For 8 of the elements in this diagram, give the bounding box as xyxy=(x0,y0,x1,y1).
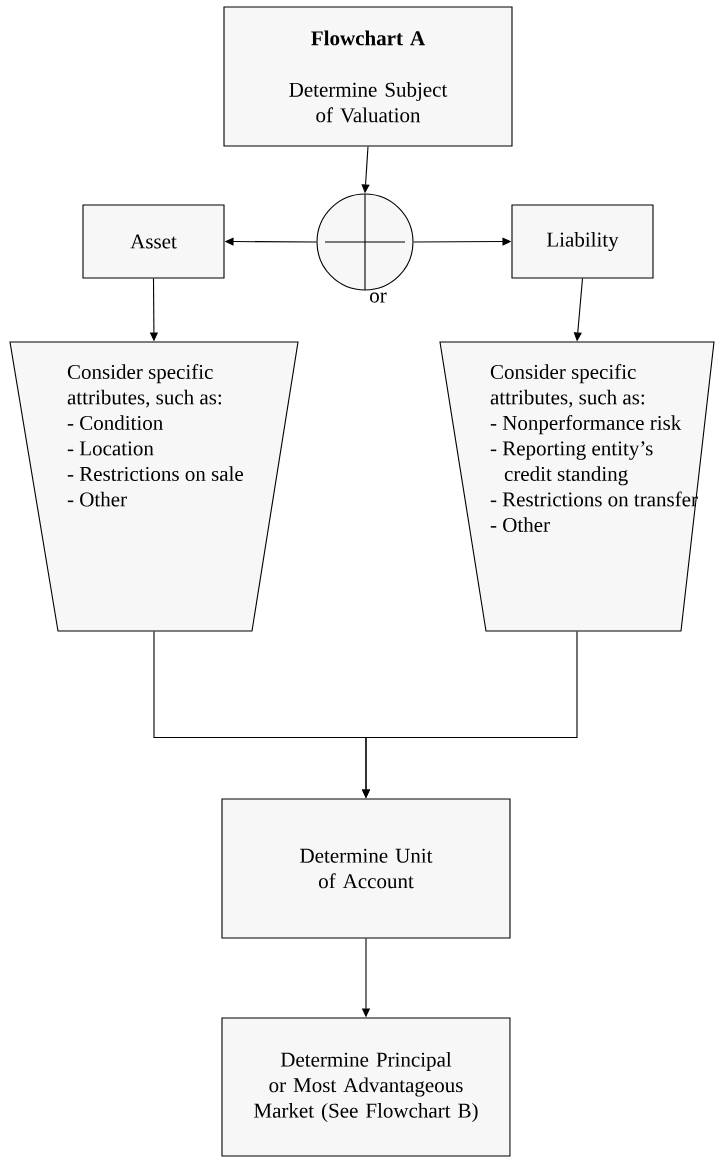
trapezoid-box: Consider specific attributes, such as: - Nonperformance risk - Reporting entity’s credit standing - Restrictions on transfer - Other xyxy=(439,341,715,632)
process-box: Flowchart A Determine Subject of Valuation xyxy=(223,6,513,147)
process-box: Asset xyxy=(82,204,225,279)
node-caption: or xyxy=(370,292,387,303)
process-box: Determine Principal or Most Advantageous Market (See Flowchart B) xyxy=(221,1017,511,1157)
process-box: Determine Unit of Account xyxy=(221,798,511,939)
process-box: Liability xyxy=(511,204,654,279)
trapezoid-box: Consider specific attributes, such as: - Condition - Location - Restrictions on sale - Other xyxy=(9,341,299,632)
